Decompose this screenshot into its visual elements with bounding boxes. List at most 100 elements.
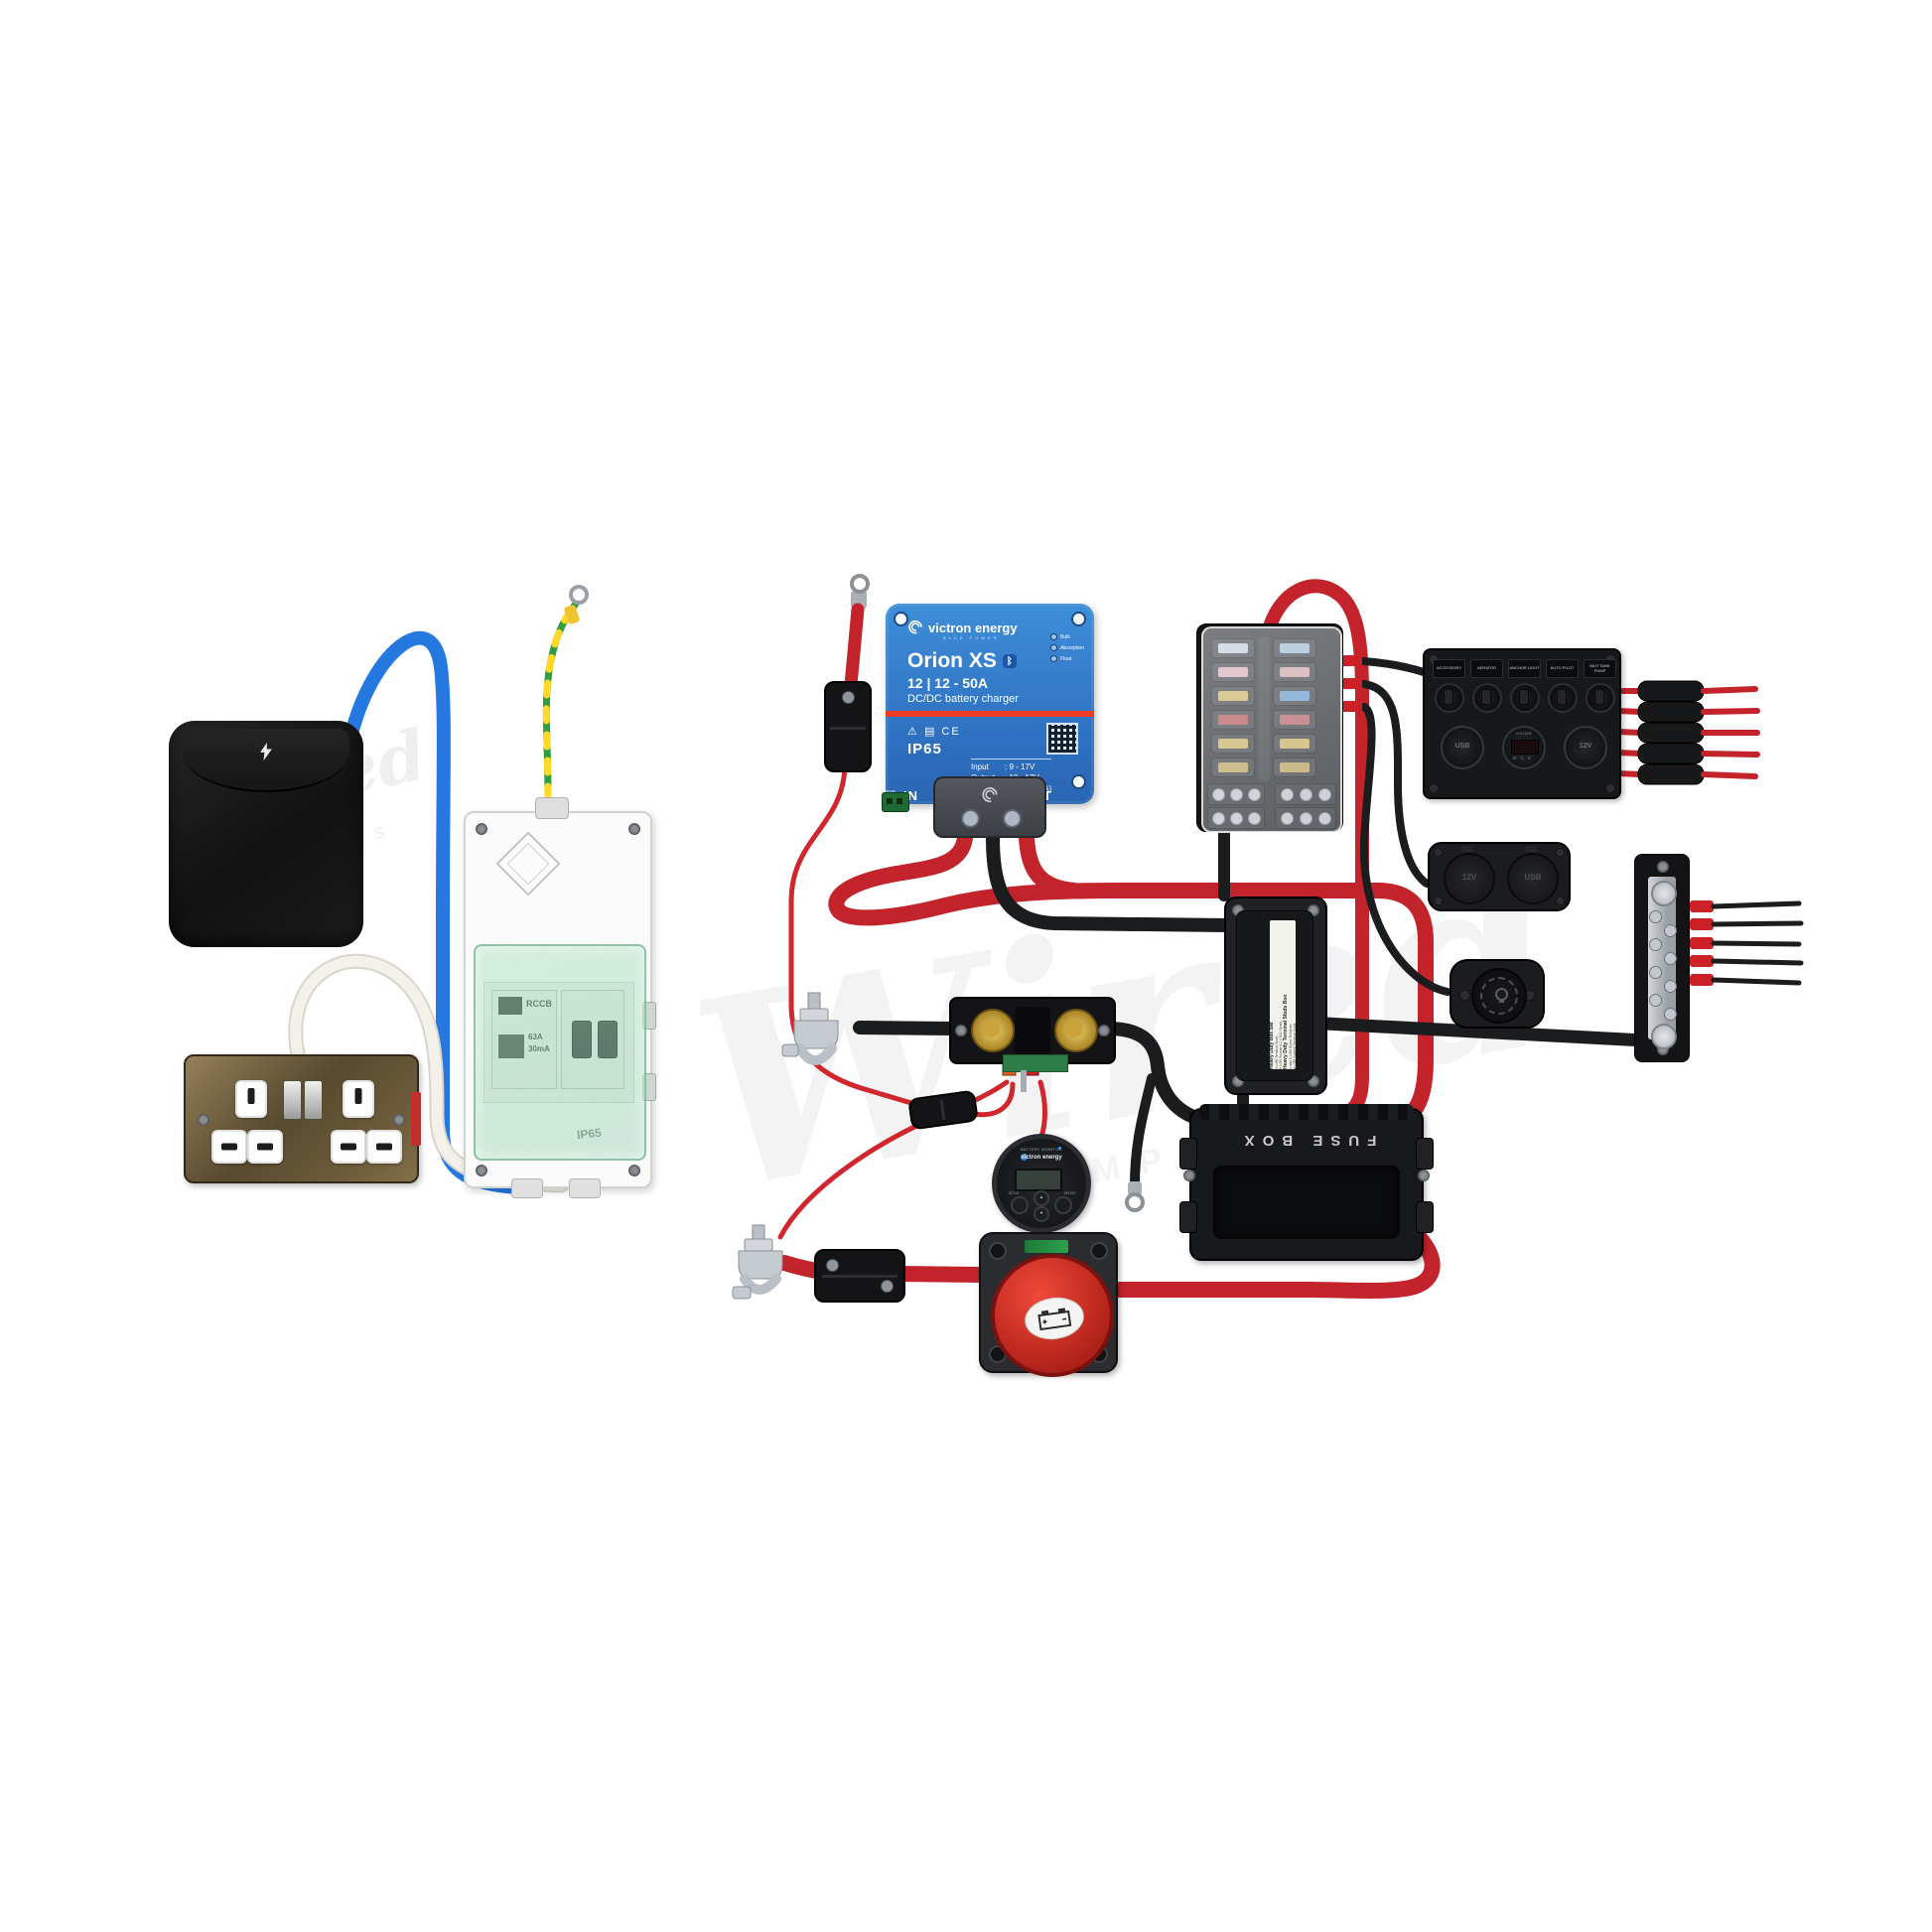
screw (1556, 897, 1565, 905)
earth-crimp (564, 605, 580, 624)
12v-socket-cover[interactable]: 12V (1444, 853, 1495, 904)
screw (1434, 848, 1443, 857)
inline-fuse-holder (824, 681, 872, 772)
socket-switch[interactable] (283, 1080, 302, 1120)
earth-ring-terminal (569, 585, 589, 605)
pin-insert (366, 1130, 402, 1164)
screw (476, 823, 487, 835)
inlet-flap (183, 729, 349, 792)
terminal-block (1207, 807, 1265, 829)
down-button[interactable]: ▼ (1034, 1206, 1049, 1222)
screw (955, 1025, 967, 1036)
black-orion-gnd-cable (986, 831, 1234, 932)
panel-inline-fuse-holders (1615, 680, 1760, 785)
rocker-switch[interactable] (1510, 683, 1540, 713)
remote-label: Remote (882, 788, 897, 793)
holder-seam (822, 1275, 897, 1278)
battery-isolator-switch (979, 1232, 1118, 1377)
setup-button[interactable] (1011, 1196, 1029, 1214)
holder-seam (939, 1099, 946, 1121)
manufacturer-logo (495, 831, 561, 897)
socket-switch[interactable] (304, 1080, 323, 1120)
bulb-icon (1495, 988, 1508, 1003)
screw (476, 1165, 487, 1176)
blade-fuse (1211, 686, 1255, 706)
cover-hinge (1461, 846, 1473, 852)
isolator-knob[interactable] (991, 1254, 1114, 1377)
rotary-dimmer-switch (1449, 959, 1545, 1029)
screw (1098, 1025, 1110, 1036)
blade-fuse (1211, 734, 1255, 754)
fuse-box-label: FUSE BOX (1236, 1132, 1377, 1149)
shunt-bolt (971, 1009, 1015, 1052)
rocker-switch[interactable] (1586, 683, 1615, 713)
voltmeter-display (1511, 740, 1539, 755)
screw (1434, 897, 1443, 905)
rocker-switch[interactable] (1435, 683, 1464, 713)
mount-ear (1416, 1138, 1434, 1170)
screw (1657, 861, 1669, 873)
cover-hinge (1525, 846, 1537, 852)
screw (826, 1259, 839, 1272)
warning-icon: ⚠ (907, 726, 919, 738)
clear-cover (1201, 626, 1342, 833)
terminal-screw (1649, 910, 1662, 923)
screw (881, 1280, 894, 1293)
battery-glyph (1037, 1308, 1072, 1331)
consumer-unit: RCCB 63A 30mA IP65 (464, 797, 656, 1198)
heavy-duty-terminal-studs-box: Heavy Duty Bus Bar 4 x M8 Terminal Studs… (1224, 897, 1327, 1095)
white-mains-cable (290, 955, 567, 1191)
black-wire-to-dimmer (1359, 703, 1451, 996)
ip-rating: IP65 (907, 741, 942, 758)
blade-fuse (1211, 662, 1255, 682)
qr-code (1046, 723, 1078, 755)
blade-fuse-box (1196, 623, 1343, 833)
red-fusebox-loop (1261, 579, 1369, 1118)
12v-socket[interactable]: 12V (1564, 726, 1607, 769)
mains-hookup-inlet-box (169, 721, 363, 947)
mount-hole (1071, 612, 1086, 626)
screw (1003, 809, 1022, 828)
product-label: Heavy Duty Bus Bar 4 x M8 Terminal Studs… (1270, 920, 1296, 1069)
black-shunt-to-fusebox (1101, 1022, 1198, 1123)
rocker-switch[interactable] (1548, 683, 1578, 713)
twin-12v-usb-sockets: 12V USB (1428, 842, 1571, 911)
red-ring-terminal (850, 574, 870, 594)
mount-hole (1090, 1242, 1108, 1260)
led (1050, 633, 1058, 640)
red-feed-cable (844, 603, 865, 692)
switch-label-aerator: AERATOR (1470, 659, 1503, 678)
cable-gland (569, 1178, 601, 1198)
terminal-screw (1649, 966, 1662, 979)
double-socket-outlet (184, 1054, 421, 1183)
model-name: Orion XS ᛒ (907, 649, 1017, 673)
terminal-screw (1664, 980, 1677, 993)
box-ridge (1199, 1104, 1414, 1120)
screw (1418, 1170, 1430, 1181)
positive-battery-clamp (732, 1224, 783, 1300)
terminal-block (1275, 783, 1336, 805)
black-lug-cable (1130, 1073, 1157, 1190)
terminal-screw (1649, 994, 1662, 1007)
fuse-window (1213, 1166, 1400, 1239)
victron-logo: victron energy (907, 620, 1018, 635)
up-button[interactable]: ▲ (1034, 1190, 1049, 1206)
model-subtitle: DC/DC battery charger (907, 693, 1019, 705)
shunt-pcb (1003, 1054, 1068, 1072)
usb-socket[interactable]: USB (1441, 726, 1484, 769)
internal-pcb (1025, 1240, 1068, 1253)
victron-swirl-icon (982, 787, 998, 803)
blade-fuse (1273, 734, 1316, 754)
victron-orion-xs-charger: victron energy BLUE POWER Bulk Absorptio… (882, 604, 1094, 838)
dimmer-knob[interactable] (1471, 968, 1527, 1024)
usb-socket-cover[interactable]: USB (1507, 853, 1559, 904)
voltmeter: VOLTAGE DCV (1502, 726, 1546, 769)
black-wire-to-panel (1360, 657, 1428, 676)
blade-fuse (1211, 758, 1255, 777)
red-switch-to-fusebox (1108, 1226, 1441, 1299)
screw (1429, 783, 1439, 793)
rocker-switch[interactable] (1472, 683, 1502, 713)
switch-label-auto-pilot: AUTO PILOT (1546, 659, 1579, 678)
terminal-screw (1649, 938, 1662, 951)
select-button[interactable] (1054, 1196, 1072, 1214)
